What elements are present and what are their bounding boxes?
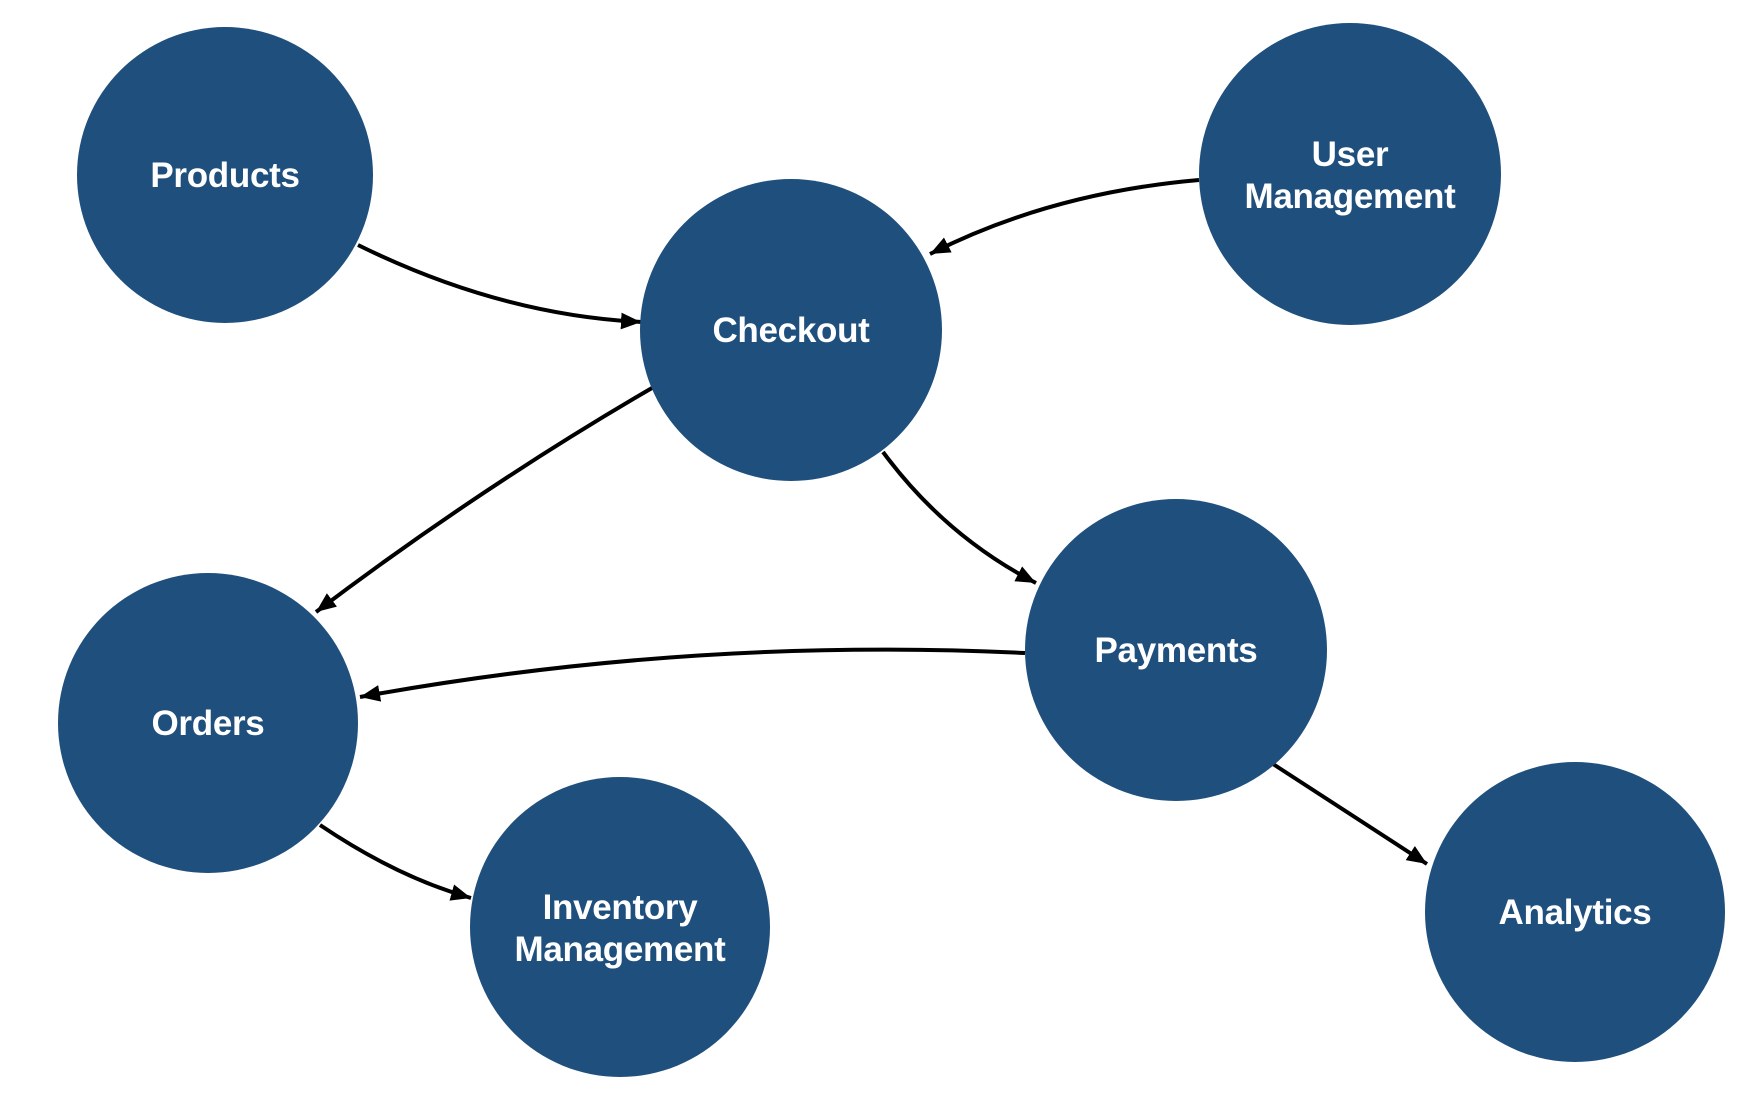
node-products-label: Products [150, 156, 299, 195]
node-checkout: Checkout [640, 179, 942, 481]
edge-user-management-to-checkout [929, 178, 1200, 256]
node-payments: Payments [1025, 499, 1327, 801]
node-analytics: Analytics [1425, 762, 1725, 1062]
edges-layer [314, 178, 1429, 901]
edge-payments-to-analytics [1271, 762, 1429, 866]
node-inventory-management-circle [470, 777, 770, 1077]
node-analytics-label: Analytics [1499, 893, 1652, 932]
edge-products-to-checkout [357, 243, 642, 330]
node-checkout-circle [640, 179, 942, 481]
edge-checkout-to-payments [881, 450, 1037, 585]
node-payments-circle [1025, 499, 1327, 801]
node-orders-circle [58, 573, 358, 873]
node-orders-label: Orders [152, 704, 265, 743]
node-payments-label: Payments [1095, 631, 1258, 670]
edge-orders-to-inventory-management [318, 823, 472, 901]
node-user-management-circle [1199, 23, 1501, 325]
edge-payments-to-orders [359, 647, 1026, 702]
edge-checkout-to-orders [314, 386, 654, 614]
node-products: Products [77, 27, 373, 323]
node-analytics-circle [1425, 762, 1725, 1062]
node-checkout-label: Checkout [712, 311, 870, 350]
node-orders: Orders [58, 573, 358, 873]
node-products-circle [77, 27, 373, 323]
